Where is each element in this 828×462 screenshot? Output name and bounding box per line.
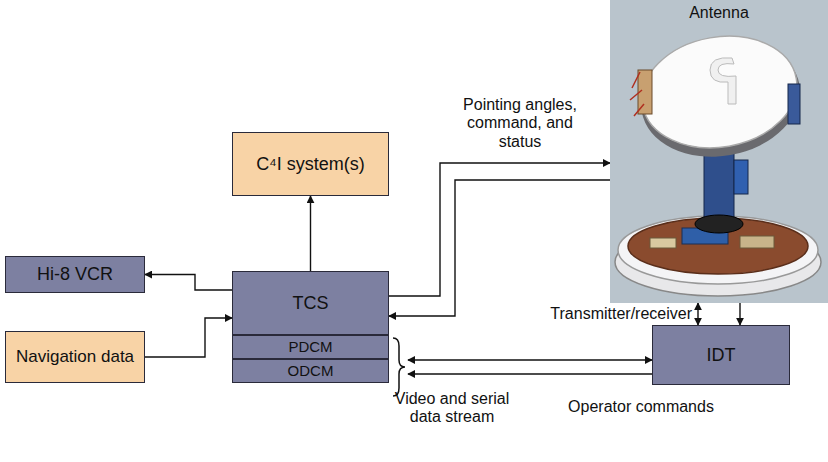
antenna-illustration	[610, 0, 828, 303]
box-label: Hi-8 VCR	[37, 264, 113, 285]
connector-arrow	[389, 163, 610, 296]
box-label: C⁴I system(s)	[256, 154, 365, 175]
box-label: ODCM	[288, 362, 334, 379]
edge-label: Operator commands	[556, 398, 726, 416]
edge-label: Pointing angles, command, and status	[452, 96, 588, 151]
recorder-box: Hi-8 VCR	[5, 256, 145, 293]
box-label: Navigation data	[16, 347, 134, 367]
connector-arrow	[697, 303, 698, 325]
connector-arrow	[408, 373, 652, 374]
connector-arrow	[408, 359, 652, 360]
connector-arrow	[145, 275, 232, 291]
terminal-box: IDT	[652, 325, 790, 385]
system-box: C⁴I system(s)	[232, 132, 389, 196]
connector-arrow	[389, 180, 610, 316]
connector-arrow	[145, 318, 232, 357]
box-label: IDT	[707, 345, 736, 366]
module-box: PDCM	[232, 335, 389, 359]
box-label: PDCM	[288, 338, 332, 355]
connector-arrow	[739, 303, 740, 325]
box-label: TCS	[293, 293, 329, 314]
edge-label: Transmitter/receiver	[540, 305, 692, 323]
antenna-panel: Antenna	[610, 0, 828, 303]
edge-label: Video and serial data stream	[392, 390, 512, 427]
panel-heading: Antenna	[689, 4, 749, 22]
module-box: ODCM	[232, 359, 389, 383]
process-box: TCS	[232, 271, 389, 335]
brace-bracket	[393, 338, 405, 396]
connector-arrow	[310, 196, 311, 271]
input-box: Navigation data	[5, 331, 145, 383]
